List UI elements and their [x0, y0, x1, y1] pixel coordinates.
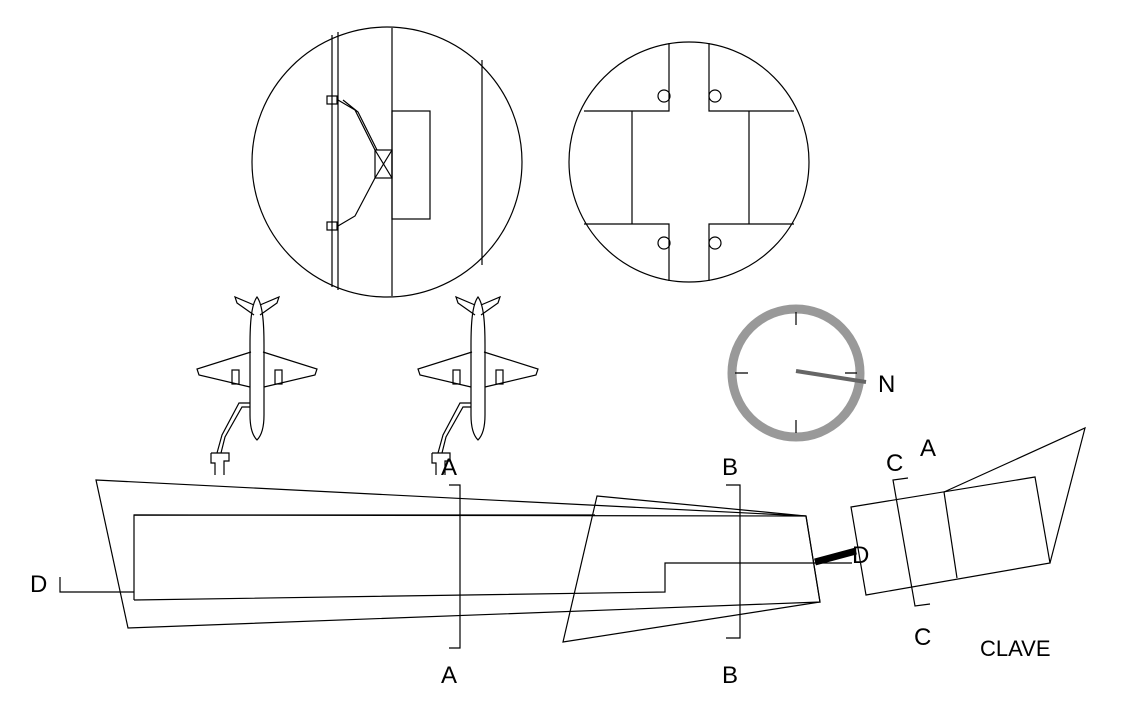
north-compass-icon: N [727, 304, 895, 442]
section-d-right-label: D [852, 542, 869, 569]
section-line-c [892, 477, 931, 607]
section-a-top-label: A [441, 454, 457, 481]
section-line-a [449, 484, 461, 649]
airplane-icon [417, 296, 539, 476]
section-d-left-label: D [30, 571, 47, 598]
section-line-d [59, 577, 134, 593]
annex-building [850, 426, 1086, 607]
section-c-bottom-label: C [914, 624, 931, 651]
north-label: N [878, 371, 895, 398]
section-c-top-label: C [886, 450, 903, 477]
section-b-top-label: B [722, 454, 738, 481]
legend-label: CLAVE [980, 636, 1051, 661]
section-a-bottom-label: A [441, 662, 457, 689]
section-b-bottom-label: B [722, 662, 738, 689]
terminal-building [95, 479, 857, 643]
detail-circle-right [568, 41, 810, 283]
detail-circle-left [251, 26, 523, 298]
section-a-right-label: A [920, 435, 936, 462]
airplane-icon [196, 296, 318, 476]
section-line-b [726, 484, 741, 639]
